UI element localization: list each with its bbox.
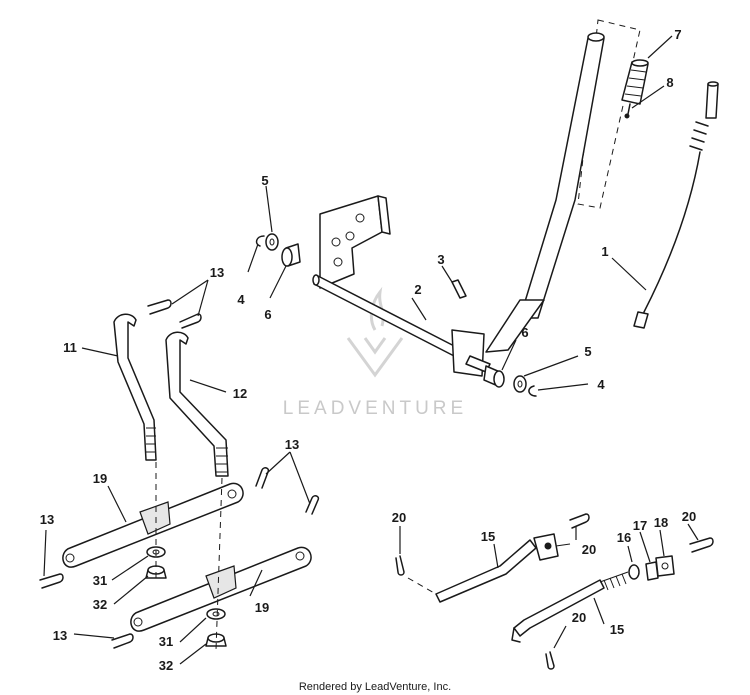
hairpin-cotter-right[interactable] xyxy=(255,467,320,515)
hairpin-cotter-20-upper[interactable] xyxy=(569,513,590,529)
e-ring-left[interactable] xyxy=(255,235,265,247)
callout-17: 17 xyxy=(633,518,647,533)
callout-5-right: 5 xyxy=(584,344,591,359)
callout-20-right: 20 xyxy=(682,509,696,524)
hairpin-cotter-bottom[interactable] xyxy=(111,633,134,649)
lift-arm-upper[interactable] xyxy=(62,482,244,568)
bushing-left[interactable] xyxy=(281,243,301,267)
handle-grip[interactable] xyxy=(621,59,649,105)
callout-11: 11 xyxy=(63,340,77,355)
washer-31-lower[interactable] xyxy=(206,608,226,620)
callout-19-upper: 19 xyxy=(93,471,107,486)
lift-cable[interactable] xyxy=(633,81,719,329)
callout-20-left: 20 xyxy=(392,510,406,525)
adjustment-rod-upper[interactable] xyxy=(435,533,571,603)
callout-31-upper: 31 xyxy=(93,573,107,588)
footer-credit: Rendered by LeadVenture, Inc. xyxy=(299,681,451,693)
callout-6-right: 6 xyxy=(521,325,528,340)
callout-3: 3 xyxy=(437,252,444,267)
e-ring-right[interactable] xyxy=(528,385,537,397)
washer-16[interactable] xyxy=(628,564,640,580)
hairpin-cotter-20-lower[interactable] xyxy=(545,651,555,670)
lift-arm-lower[interactable] xyxy=(130,546,312,632)
callout-15-upper: 15 xyxy=(481,529,495,544)
callouts: 1 2 3 4 4 5 5 6 6 7 8 11 12 13 13 13 13 … xyxy=(40,27,696,673)
lift-shaft[interactable] xyxy=(312,274,491,377)
callout-20-upper: 20 xyxy=(582,542,596,557)
hairpin-cotter-lower-left[interactable] xyxy=(39,573,64,589)
lift-link-11[interactable] xyxy=(113,313,157,461)
mounting-bracket[interactable] xyxy=(319,195,391,289)
callout-13-top: 13 xyxy=(210,265,224,280)
washer-right[interactable] xyxy=(513,375,527,393)
callout-32-lower: 32 xyxy=(159,658,173,673)
callout-5-left: 5 xyxy=(261,173,268,188)
callout-19-lower: 19 xyxy=(255,600,269,615)
watermark: LEADVENTURE xyxy=(283,286,467,419)
callout-6-left: 6 xyxy=(264,307,271,322)
callout-20-lower: 20 xyxy=(572,610,586,625)
callout-13-bottom: 13 xyxy=(53,628,67,643)
lift-link-12[interactable] xyxy=(165,331,229,477)
callout-7: 7 xyxy=(674,27,681,42)
callout-31-lower: 31 xyxy=(159,634,173,649)
callout-12: 12 xyxy=(233,386,247,401)
callout-1: 1 xyxy=(601,244,608,259)
trunnion-18[interactable] xyxy=(655,555,675,577)
callout-2: 2 xyxy=(414,282,421,297)
callout-4-right: 4 xyxy=(597,377,605,392)
nut-17[interactable] xyxy=(645,561,659,581)
callout-32-upper: 32 xyxy=(93,597,107,612)
clevis-pin[interactable] xyxy=(451,279,467,299)
hairpin-cotter-20-right[interactable] xyxy=(689,537,714,553)
adjustment-rod-lower[interactable] xyxy=(511,571,629,643)
nut-32-lower[interactable] xyxy=(205,633,227,647)
washer-left[interactable] xyxy=(265,233,279,251)
watermark-text: LEADVENTURE xyxy=(283,398,467,419)
callout-4-left: 4 xyxy=(237,292,245,307)
callout-15-lower: 15 xyxy=(610,622,624,637)
hairpin-cotter-20-left[interactable] xyxy=(395,555,405,576)
bushing-right[interactable] xyxy=(483,365,505,388)
grip-screw[interactable] xyxy=(624,103,631,119)
callout-18: 18 xyxy=(654,515,668,530)
hairpin-cotter-top[interactable] xyxy=(147,299,202,329)
callout-13-lower-left: 13 xyxy=(40,512,54,527)
leader-lines xyxy=(43,35,699,665)
callout-16: 16 xyxy=(617,530,631,545)
lift-handle[interactable] xyxy=(485,19,641,353)
callout-8: 8 xyxy=(666,75,673,90)
callout-13-right: 13 xyxy=(285,437,299,452)
